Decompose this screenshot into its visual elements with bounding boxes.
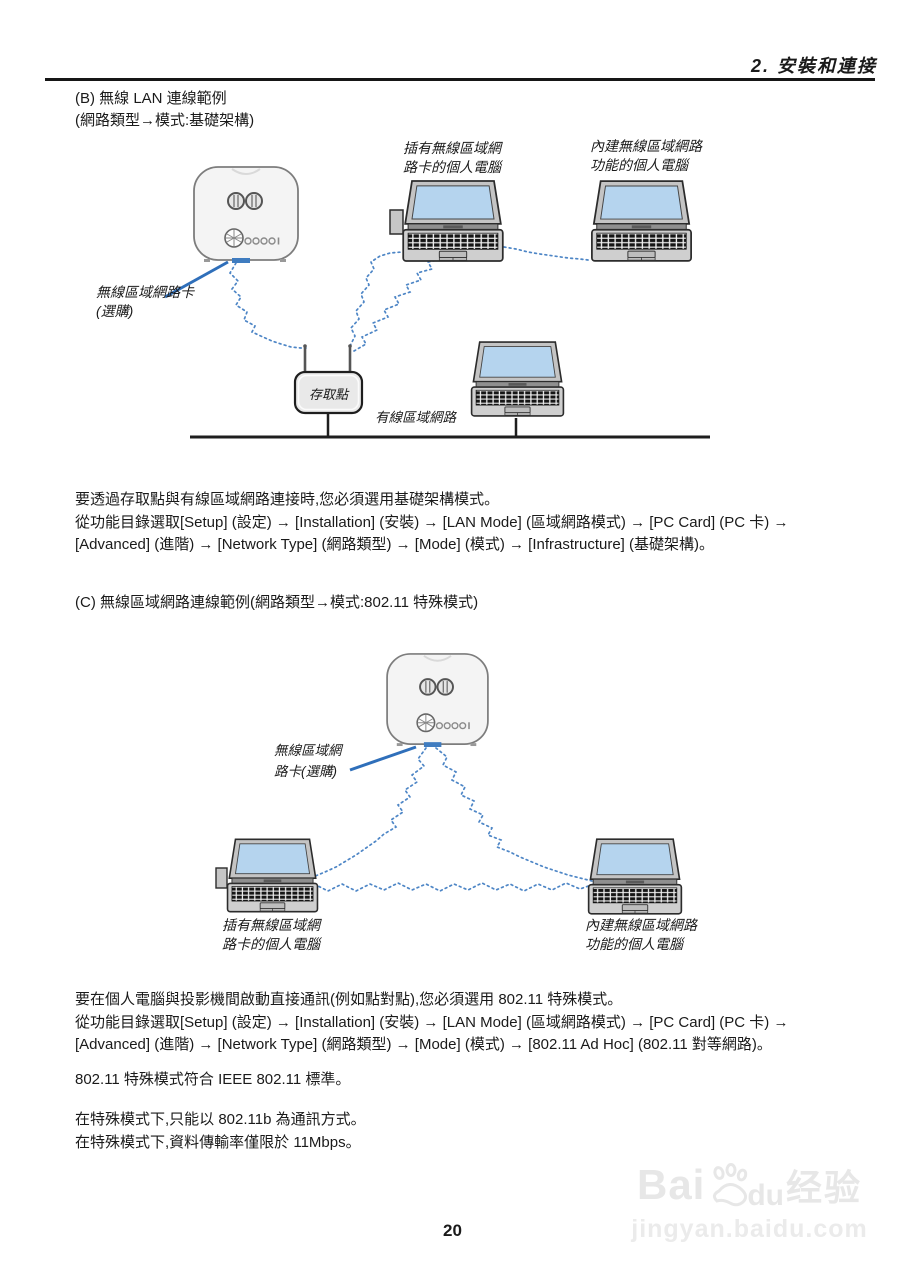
diagram-adhoc: 無線區域網 路卡(選購) 插有無線區域網 路卡的個人電腦 內建無線區域網路 功能… (150, 640, 770, 960)
laptop-wired-icon (470, 341, 565, 417)
watermark-jingyan: 经验 (786, 1167, 863, 1208)
diagram-infrastructure: 插有無線區域網 路卡的個人電腦 內建無線區域網路 功能的個人電腦 無線區域網路卡… (60, 135, 760, 460)
pc-card-label: 插有無線區域網 路卡的個人電腦 (403, 140, 501, 175)
wireless-card-pointer (349, 745, 417, 772)
projector-icon (386, 652, 489, 747)
wireless-links (271, 747, 603, 892)
paragraph-adhoc: 要在個人電腦與投影機間啟動直接通訊(例如點對點),您必須選用 802.11 特殊… (75, 991, 789, 1053)
laptop-pc-card-icon (402, 180, 504, 262)
diagram-infrastructure-drawing (164, 166, 710, 439)
laptop-builtin-icon (591, 180, 692, 262)
paw-icon (707, 1163, 751, 1207)
pc-card-label: 插有無線區域網 路卡的個人電腦 (222, 917, 320, 952)
access-point-label: 存取點 (308, 387, 348, 402)
watermark: Bai du 经验 jingyan.baidu.com (612, 1157, 887, 1244)
pc-card-icon (389, 209, 404, 235)
pc-card-icon (215, 867, 228, 889)
pc-builtin-label: 內建無線區域網路 功能的個人電腦 (590, 138, 702, 173)
projector-icon (193, 166, 299, 263)
section-c-title: (C) 無線區域網路連線範例(網路類型→模式:802.11 特殊模式) (75, 594, 479, 611)
wired-lan-label: 有線區域網路 (375, 410, 456, 425)
section-b-subtitle: (網路類型→模式:基礎架構) (75, 112, 255, 129)
section-b-heading: (B) 無線 LAN 連線範例 (網路類型→模式:基礎架構) (75, 88, 254, 132)
page-number: 20 (443, 1221, 462, 1240)
section-c-heading: (C) 無線區域網路連線範例(網路類型→模式:802.11 特殊模式) (75, 592, 478, 614)
access-point-icon (293, 344, 364, 415)
note-limitations: 在特殊模式下,只能以 802.11b 為通訊方式。 在特殊模式下,資料傳輸率僅限… (75, 1111, 366, 1151)
wireless-card-label: 無線區域網 路卡(選購) (274, 743, 342, 779)
wireless-card-pointer (164, 260, 229, 299)
laptop-builtin-icon (587, 838, 683, 915)
paragraph-infrastructure: 要透過存取點與有線區域網路連接時,您必須選用基礎架構模式。 從功能目錄選取[Se… (75, 491, 789, 553)
chapter-heading: 2. 安裝和連接 (750, 56, 877, 76)
watermark-du: du (747, 1179, 784, 1212)
wireless-card-label: 無線區域網路卡 (選購) (96, 284, 194, 319)
watermark-url: jingyan.baidu.com (631, 1215, 868, 1243)
wired-lan-line (190, 413, 710, 439)
pc-builtin-label: 內建無線區域網路 功能的個人電腦 (585, 917, 697, 952)
section-b-title: (B) 無線 LAN 連線範例 (75, 90, 227, 107)
wireless-links (228, 244, 589, 352)
watermark-bai: Bai (636, 1161, 706, 1208)
laptop-pc-card-icon (226, 838, 319, 913)
note-standard: 802.11 特殊模式符合 IEEE 802.11 標準。 (75, 1071, 351, 1088)
diagram-adhoc-drawing (215, 652, 683, 915)
header-rule (45, 78, 875, 81)
